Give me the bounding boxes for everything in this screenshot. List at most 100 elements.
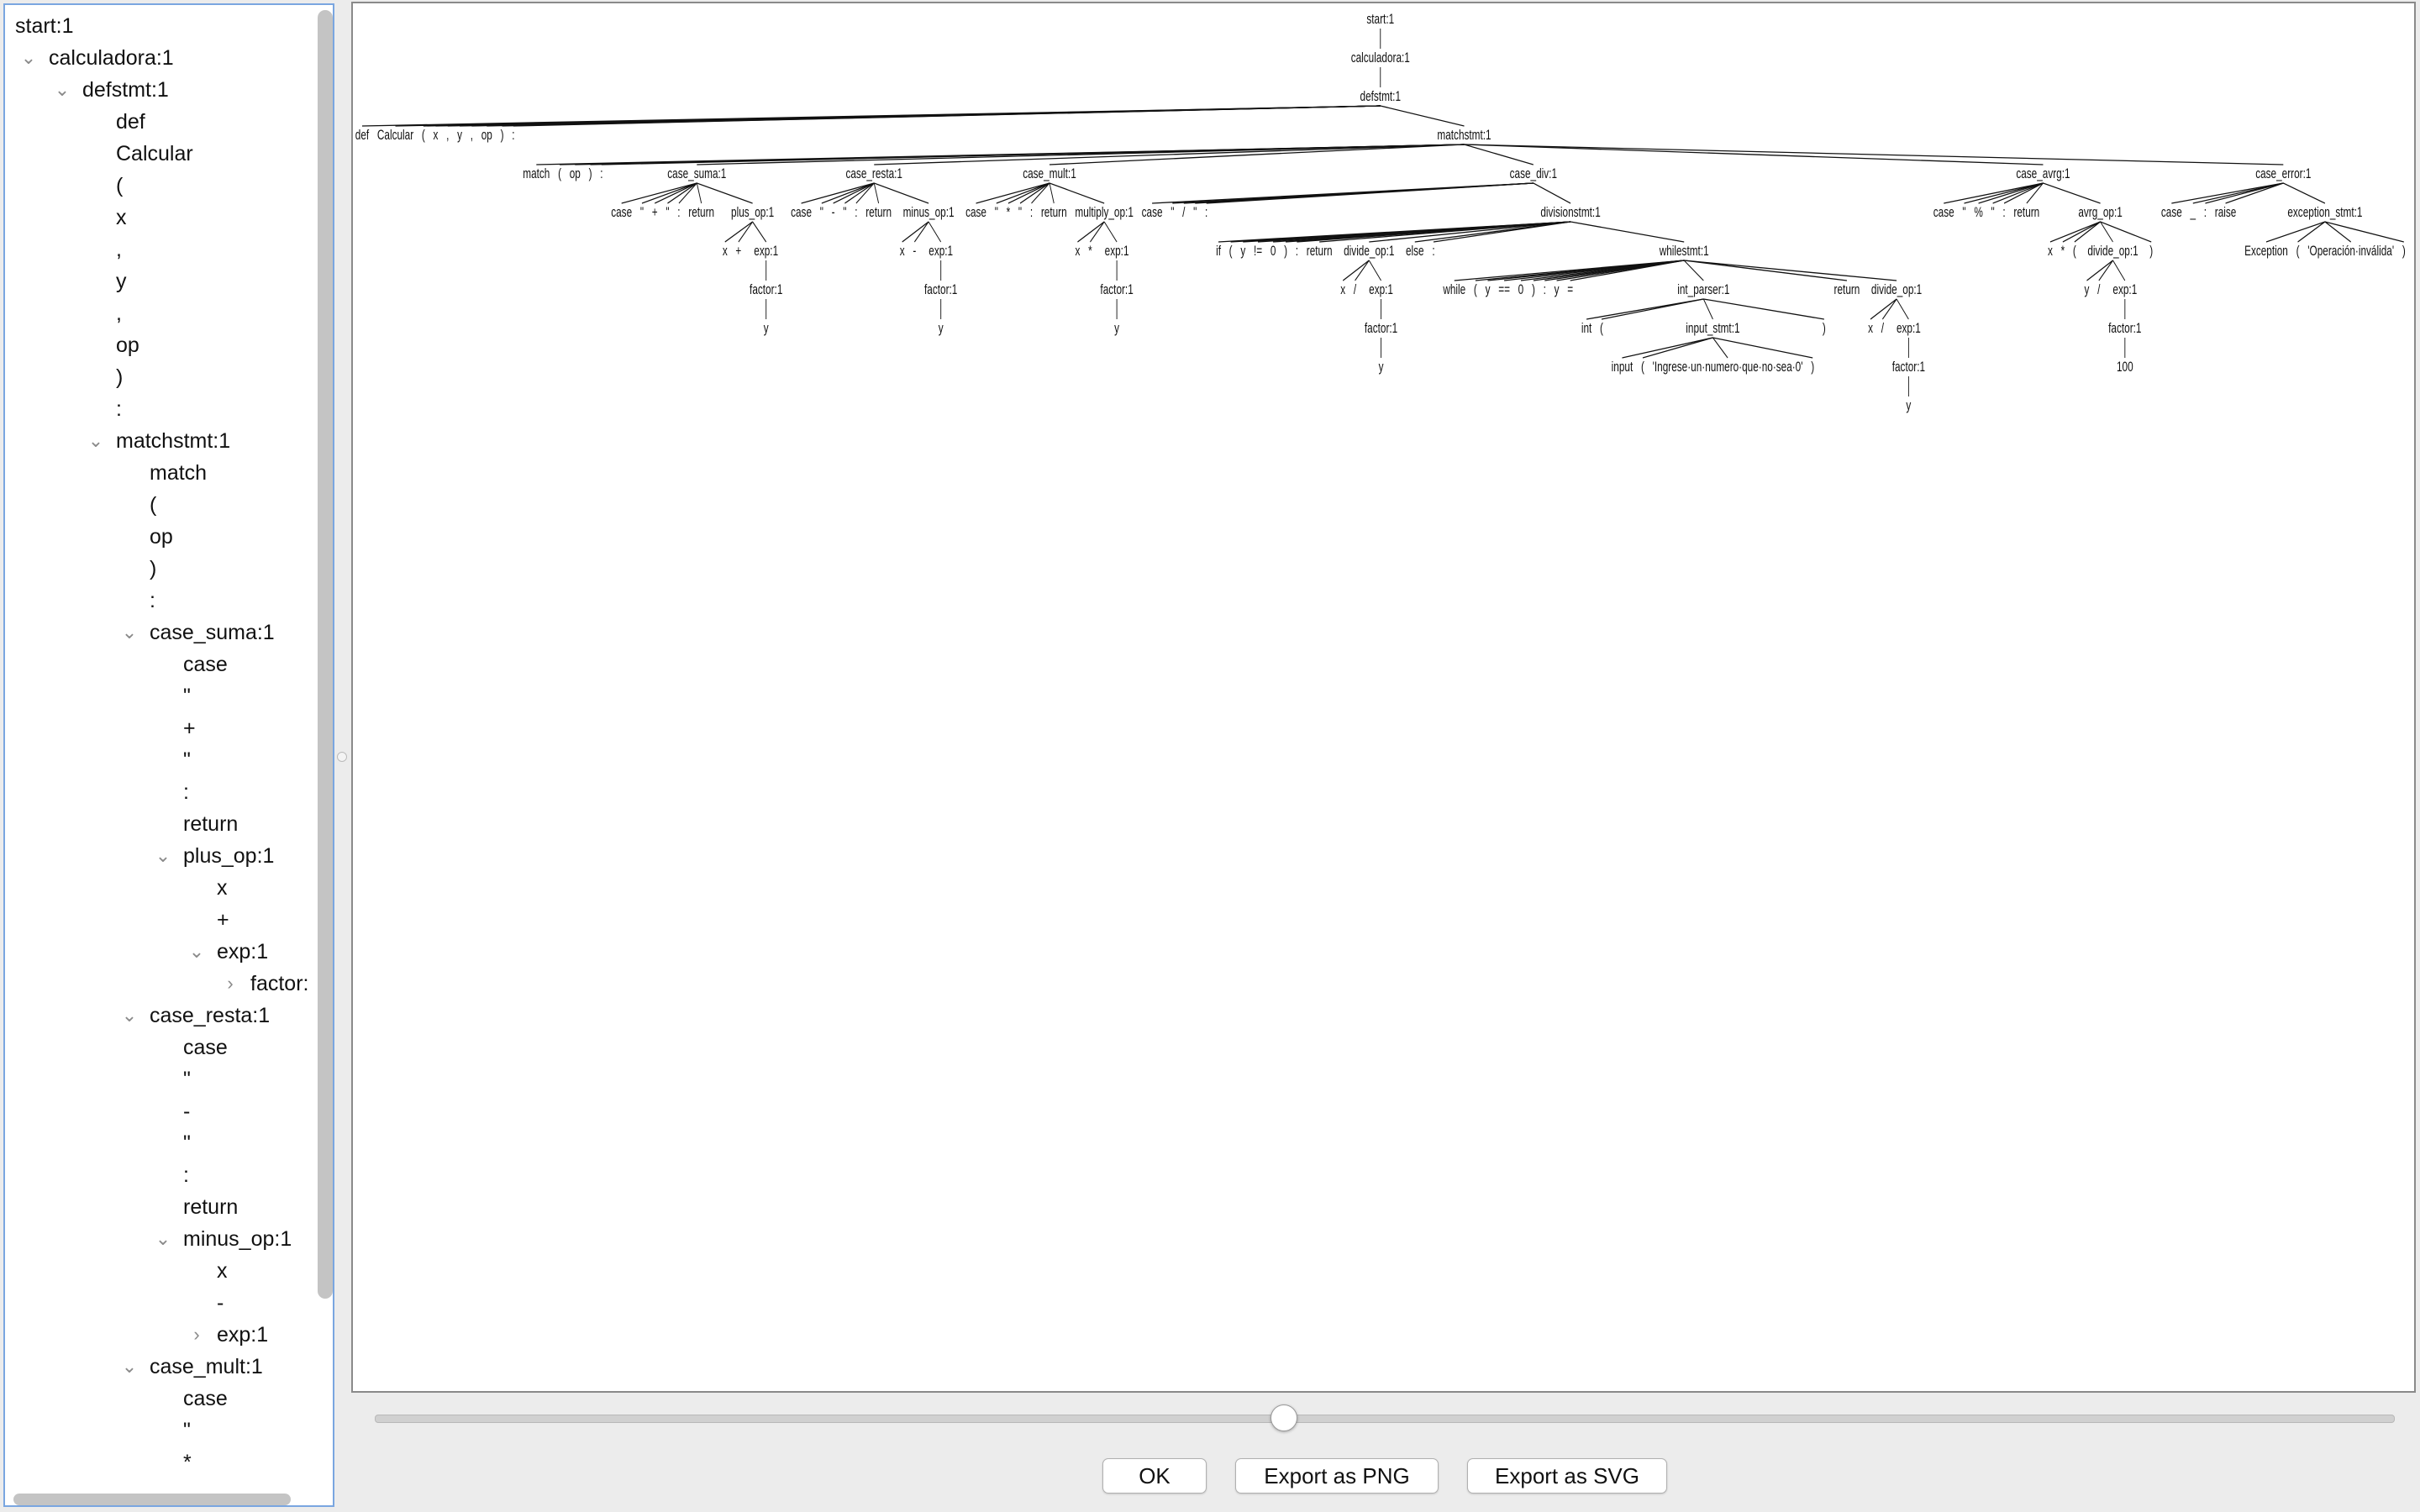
horizontal-scrollbar[interactable] [13,1494,291,1505]
tree-edge [1464,144,2044,165]
export-svg-button[interactable]: Export as SVG [1467,1458,1667,1494]
ok-button[interactable]: OK [1102,1458,1207,1494]
tree-node-label[interactable]: : [150,589,155,612]
tree-node-label[interactable]: def [116,110,145,134]
chevron-down-icon[interactable]: ⌄ [155,845,171,866]
chevron-down-icon[interactable]: ⌄ [188,941,205,962]
tree-node-label[interactable]: + [217,908,229,932]
chevron-down-icon[interactable]: ⌄ [121,622,138,643]
tree-node: factor:1 [924,282,957,298]
chevron-down-icon[interactable]: ⌄ [87,430,104,451]
tree-node-label[interactable]: " [183,748,191,772]
tree-node-label[interactable]: return [183,1195,239,1219]
tree-edge [696,182,702,204]
tree-node: " [640,205,644,221]
tree-node-label[interactable]: x [116,206,127,229]
tree-node: " [1962,205,1965,221]
tree-node-label[interactable]: " [183,1131,191,1155]
tree-node: != [1254,244,1262,260]
tree-node: ) [1811,360,1814,375]
tree-node: " [1193,205,1197,221]
tree-node-label[interactable]: return [183,812,239,836]
tree-node: y [1555,282,1560,298]
tree-node-label[interactable]: case_mult:1 [150,1355,263,1378]
tree-edge [1090,221,1105,243]
chevron-right-icon[interactable]: › [193,1324,200,1345]
tree-node: % [1974,205,1982,221]
tree-node: else [1406,244,1424,260]
tree-node-label[interactable]: Calcular [116,142,193,165]
vertical-scrollbar[interactable] [318,10,333,1299]
export-png-button[interactable]: Export as PNG [1235,1458,1439,1494]
tree-node-label[interactable]: case [183,653,228,676]
tree-node: * [1007,205,1011,221]
tree-node-label[interactable]: calculadora:1 [49,46,174,70]
tree-node-label[interactable]: - [217,1291,224,1315]
tree-node-label[interactable]: + [183,717,196,740]
tree-edge [2205,182,2284,204]
tree-node: : [2204,205,2207,221]
tree-node-label[interactable]: * [183,1451,192,1474]
tree-node-label[interactable]: " [183,1419,191,1442]
tree-node-label[interactable]: , [116,302,122,325]
tree-node: x [2048,244,2053,260]
tree-node: return [1041,205,1067,221]
tree-node-label[interactable]: case [183,1387,228,1410]
chevron-right-icon[interactable]: › [227,973,234,994]
zoom-slider-track[interactable] [375,1415,2395,1423]
tree-node-label[interactable]: " [183,685,191,708]
tree-node-label[interactable]: matchstmt:1 [116,429,231,453]
tree-node-label[interactable]: : [183,780,189,804]
tree-node-label[interactable]: case [183,1036,228,1059]
tree-node-label[interactable]: : [183,1163,189,1187]
tree-node-label[interactable]: defstmt:1 [82,78,169,102]
tree-node-label[interactable]: plus_op:1 [183,844,275,868]
tree-node-label[interactable]: match [150,461,208,485]
chevron-down-icon[interactable]: ⌄ [121,1356,138,1377]
tree-node: op [481,128,492,144]
tree-node-label[interactable]: ( [150,493,157,517]
tree-node-label[interactable]: op [116,333,139,357]
tree-node-label[interactable]: : [116,397,122,421]
tree-node-label[interactable]: start:1 [15,14,74,38]
tree-node-label[interactable]: x [217,876,228,900]
chevron-down-icon[interactable]: ⌄ [155,1228,171,1249]
tree-node: y [457,128,462,144]
chevron-down-icon[interactable]: ⌄ [20,47,37,68]
tree-node-label[interactable]: exp:1 [217,1323,269,1347]
tree-node-label[interactable]: op [150,525,173,549]
tree-edge [2062,221,2101,243]
tree-node-label[interactable]: ( [116,174,124,197]
split-pane-divider[interactable] [337,752,347,762]
tree-node: y [1379,360,1384,375]
tree-edge [1355,260,1370,281]
zoom-slider-thumb[interactable] [1270,1404,1297,1431]
tree-edge [697,182,753,204]
tree-node-label[interactable]: exp:1 [217,940,269,963]
tree-edge [513,105,1381,127]
tree-node-label[interactable]: y [116,270,127,293]
tree-edge [1684,260,1897,281]
tree-node-label[interactable]: - [183,1100,191,1123]
tree-node-label[interactable]: ) [150,557,157,580]
tree-edge [1380,105,1465,127]
chevron-down-icon[interactable]: ⌄ [54,79,71,100]
tree-edge [641,182,697,204]
tree-node-label[interactable]: ) [116,365,124,389]
tree-node-label[interactable]: , [116,238,122,261]
tree-edge [697,144,1465,165]
tree-node-label[interactable]: " [183,1068,191,1091]
tree-node-label[interactable]: case_resta:1 [150,1004,271,1027]
tree-node-label[interactable]: x [217,1259,228,1283]
tree-node-label[interactable]: factor: [250,972,309,995]
tree-node: return [1307,244,1333,260]
tree-edge [2171,182,2284,204]
tree-node-label[interactable]: case_suma:1 [150,621,275,644]
tree-edge [1077,221,1105,243]
tree-node: case_avrg:1 [2016,166,2070,182]
tree-node-label[interactable]: minus_op:1 [183,1227,292,1251]
tree-node: matchstmt:1 [1437,128,1491,144]
chevron-down-icon[interactable]: ⌄ [121,1005,138,1026]
tree-node: defstmt:1 [1360,89,1401,105]
